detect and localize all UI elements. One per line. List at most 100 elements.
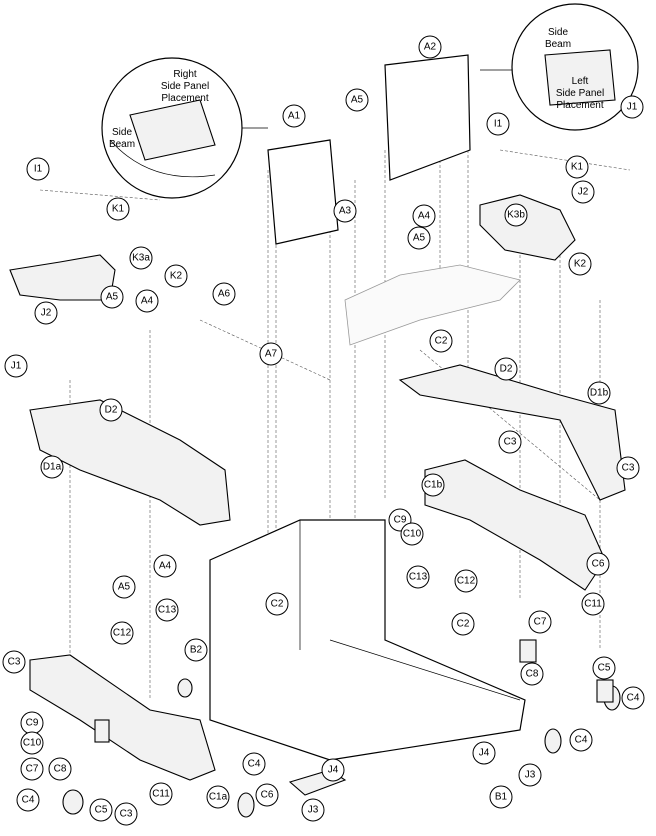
callout-k2: K2 (568, 252, 592, 276)
callout-label: C11 (152, 789, 170, 800)
crossmember-c1b (424, 459, 606, 591)
callout-circle (164, 264, 188, 288)
callout-circle (345, 88, 369, 112)
callout-c13: C13 (406, 565, 430, 589)
callout-label: A3 (339, 206, 352, 217)
callout-label: A6 (218, 289, 231, 300)
callout-circle (110, 621, 134, 645)
callout-circle (2, 650, 26, 674)
callout-label: C2 (271, 599, 284, 610)
callout-circle (407, 226, 431, 250)
callout-label: C12 (113, 628, 132, 639)
callout-label: K3b (507, 210, 525, 221)
callout-c2: C2 (265, 592, 289, 616)
callout-circle (259, 342, 283, 366)
callout-k3a: K3a (129, 246, 153, 270)
callout-label: C2 (457, 619, 470, 630)
callout-circle (486, 112, 510, 136)
right-inset-beam-2: Beam (109, 139, 135, 150)
callout-circle (149, 782, 173, 806)
callout-circle (616, 456, 640, 480)
callout-label: J1 (627, 102, 638, 113)
callout-circle (212, 282, 236, 306)
callout-circle (586, 552, 610, 576)
callout-c5: C5 (89, 798, 113, 822)
callout-circle (40, 455, 64, 479)
callout-label: A4 (141, 296, 154, 307)
right-inset-beam-1: Side (112, 127, 132, 138)
callout-label: C13 (158, 605, 177, 616)
callout-circle (155, 598, 179, 622)
callout-i1: I1 (26, 157, 50, 181)
callout-c2: C2 (451, 612, 475, 636)
seat-mount-ghost (344, 264, 521, 346)
callout-circle (581, 592, 605, 616)
callout-c2: C2 (429, 329, 453, 353)
callout-label: K3a (132, 253, 150, 264)
left-inset-title-3: Placement (556, 100, 603, 111)
callout-label: J4 (328, 765, 339, 776)
callout-label: C9 (394, 515, 407, 526)
callout-a4: A4 (153, 554, 177, 578)
callout-circle (520, 662, 544, 686)
callout-circle (206, 785, 230, 809)
callout-a2: A2 (418, 35, 442, 59)
callout-circle (565, 155, 589, 179)
callout-j4: J4 (472, 741, 496, 765)
callout-circle (621, 686, 645, 710)
left-inset-beam-1: Side (548, 27, 568, 38)
callout-a4: A4 (412, 204, 436, 228)
callout-label: C7 (534, 617, 547, 628)
callout-j1: J1 (4, 354, 28, 378)
callout-label: A2 (424, 42, 437, 53)
callout-label: A5 (413, 233, 426, 244)
right-inset-title-1: Right (173, 69, 197, 80)
callout-label: C3 (504, 437, 517, 448)
callout-a7: A7 (259, 342, 283, 366)
callout-circle (26, 157, 50, 181)
callout-circle (4, 354, 28, 378)
callout-c5: C5 (592, 656, 616, 680)
callout-circle (99, 398, 123, 422)
callout-circle (48, 757, 72, 781)
callout-circle (265, 592, 289, 616)
callout-a5: A5 (407, 226, 431, 250)
callout-circle (528, 610, 552, 634)
side-panel-a1 (267, 139, 339, 245)
callout-k1: K1 (565, 155, 589, 179)
callout-label: C5 (598, 663, 611, 674)
callout-a4: A4 (135, 289, 159, 313)
callout-circle (16, 788, 40, 812)
callout-label: C5 (95, 805, 108, 816)
callout-circle (255, 783, 279, 807)
callout-c8: C8 (48, 757, 72, 781)
callout-circle (20, 757, 44, 781)
callout-j2: J2 (34, 301, 58, 325)
callout-circle (301, 798, 325, 822)
callout-label: C4 (22, 795, 35, 806)
callout-label: C4 (575, 735, 588, 746)
callout-label: C8 (54, 764, 67, 775)
callout-c4: C4 (569, 728, 593, 752)
callout-circle (114, 802, 138, 826)
callout-a5: A5 (345, 88, 369, 112)
callout-label: C12 (457, 576, 476, 587)
callout-label: C6 (261, 790, 274, 801)
callout-label: D2 (105, 405, 118, 416)
callout-circle (400, 522, 424, 546)
bracket-k3a (9, 254, 116, 301)
callout-circle (106, 197, 130, 221)
callout-c3: C3 (498, 430, 522, 454)
callout-circle (406, 565, 430, 589)
callout-circle (504, 203, 528, 227)
callout-c3: C3 (616, 456, 640, 480)
callout-label: C3 (622, 463, 635, 474)
callout-circle (518, 763, 542, 787)
callout-b2: B2 (184, 638, 208, 662)
callout-label: J3 (308, 805, 319, 816)
callout-label: C6 (592, 559, 605, 570)
callout-c12: C12 (110, 621, 134, 645)
callout-d2: D2 (99, 398, 123, 422)
